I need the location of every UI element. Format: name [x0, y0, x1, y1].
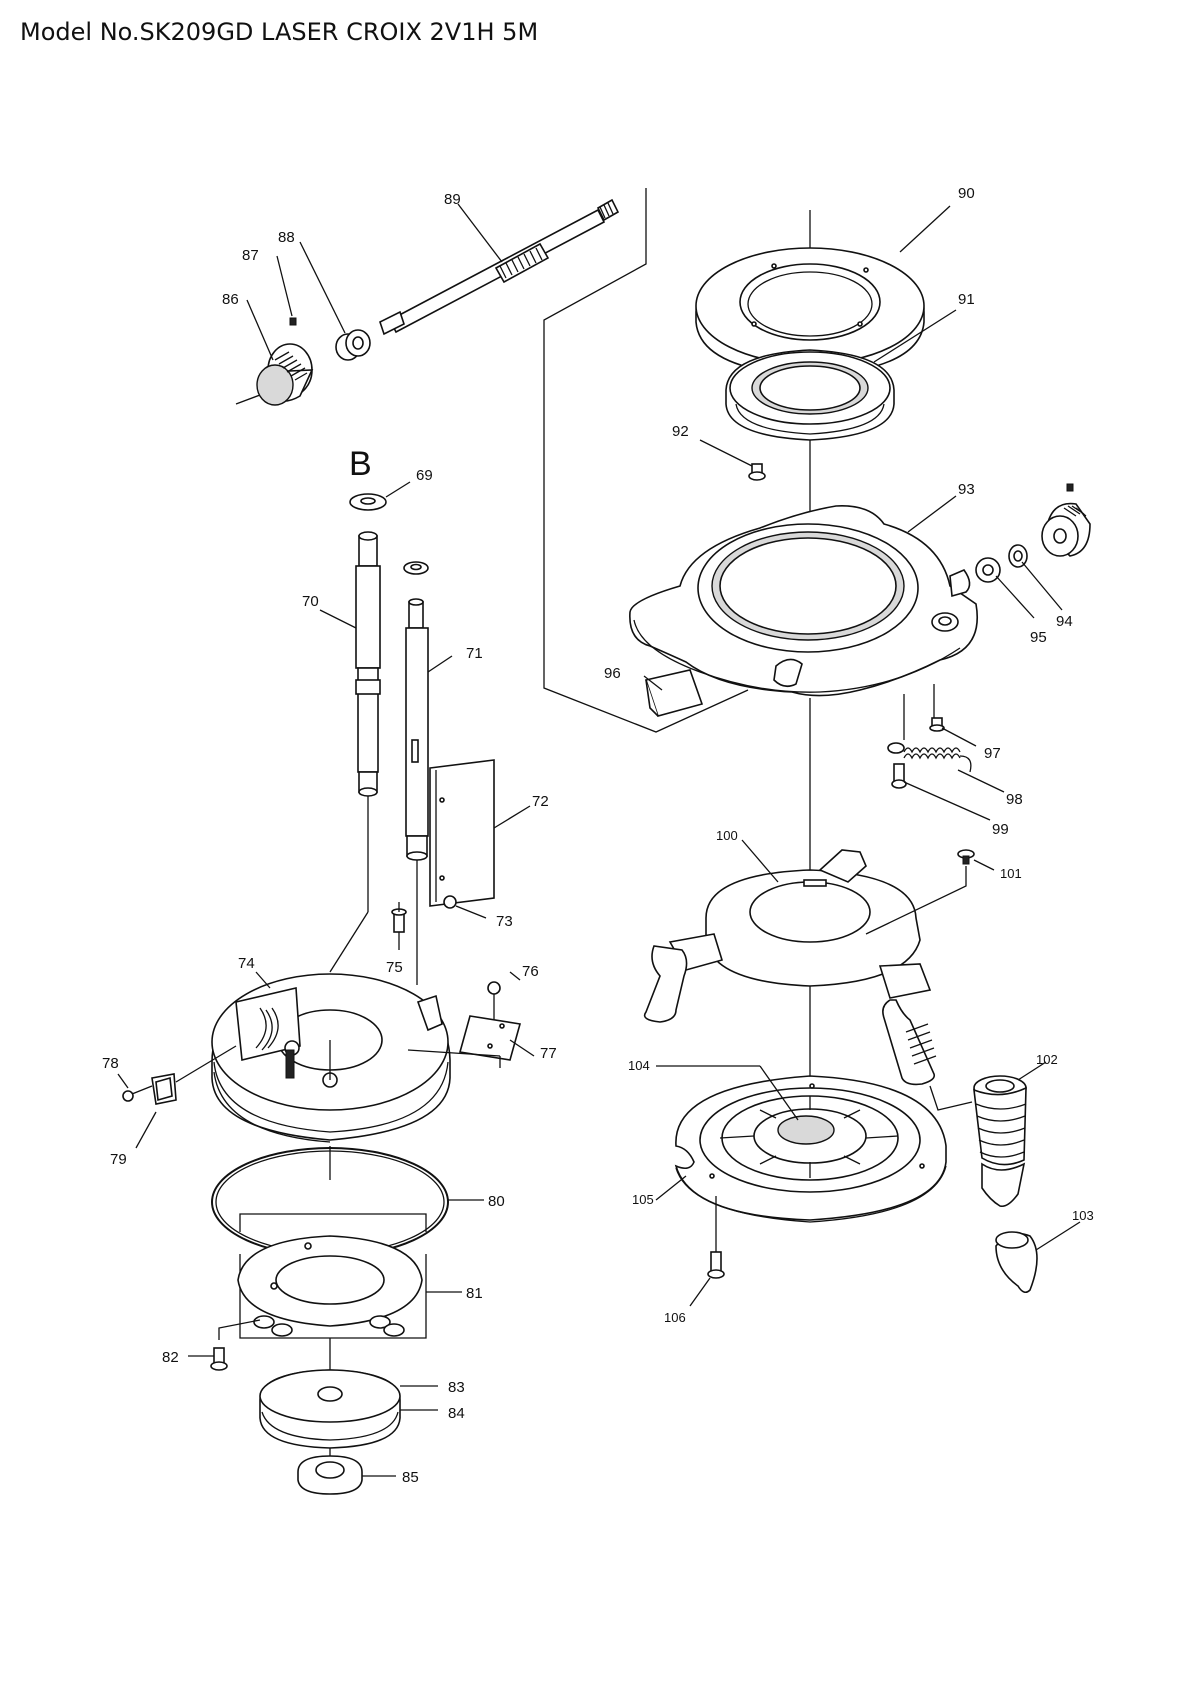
callout-99: 99: [992, 821, 1009, 838]
callout-87: 87: [242, 247, 259, 264]
housing-93-part: [629, 505, 978, 697]
callout-104: 104: [628, 1058, 650, 1073]
side-knob-part: [975, 483, 1091, 583]
ring-91-part: [725, 349, 895, 441]
adjustment-shaft-group: [235, 188, 749, 733]
tripod-base-100-part: [643, 849, 937, 1086]
callout-69: 69: [416, 467, 433, 484]
callout-72: 72: [532, 793, 549, 810]
callout-88: 88: [278, 229, 295, 246]
callout-77: 77: [540, 1045, 557, 1062]
callout-85: 85: [402, 1469, 419, 1486]
callout-81: 81: [466, 1285, 483, 1302]
callout-79: 79: [110, 1151, 127, 1168]
shaft-70-part: [355, 531, 381, 797]
callout-78: 78: [102, 1055, 119, 1072]
callout-91: 91: [958, 291, 975, 308]
callout-80: 80: [488, 1193, 505, 1210]
callout-76: 76: [522, 963, 539, 980]
callout-74: 74: [238, 955, 255, 972]
spindle-group: B: [117, 445, 535, 1495]
page-title: Model No.SK209GD LASER CROIX 2V1H 5M: [20, 18, 539, 46]
threaded-shaft-part: [379, 198, 620, 336]
callout-71: 71: [466, 645, 483, 662]
callout-75: 75: [386, 959, 403, 976]
callout-83: 83: [448, 1379, 465, 1396]
callout-82: 82: [162, 1349, 179, 1366]
callout-97: 97: [984, 745, 1001, 762]
callout-106: 106: [664, 1310, 686, 1325]
housing-group: [629, 205, 1091, 1307]
callout-105: 105: [632, 1192, 654, 1207]
view-marker-b: B: [349, 445, 372, 483]
callout-93: 93: [958, 481, 975, 498]
bottom-base-105-part: [674, 1075, 947, 1223]
callout-70: 70: [302, 593, 319, 610]
callout-89: 89: [444, 191, 461, 208]
callout-100: 100: [716, 828, 738, 843]
spring-part: [887, 742, 972, 773]
base-plate-74-part: [211, 973, 451, 1143]
callout-96: 96: [604, 665, 621, 682]
callout-98: 98: [1006, 791, 1023, 808]
callout-labels: 69 70 71 72 73 74 75 76 77 78 79 80 81 8…: [102, 185, 1094, 1486]
callout-73: 73: [496, 913, 513, 930]
callout-103: 103: [1072, 1208, 1094, 1223]
callout-84: 84: [448, 1405, 465, 1422]
knob-part: [256, 343, 314, 406]
shaft-71-part: [405, 598, 429, 861]
callout-101: 101: [1000, 866, 1022, 881]
ring-90-part: [695, 247, 925, 377]
callout-95: 95: [1030, 629, 1047, 646]
callout-102: 102: [1036, 1052, 1058, 1067]
callout-92: 92: [672, 423, 689, 440]
pointed-foot-102-part: [973, 1075, 1027, 1208]
callout-94: 94: [1056, 613, 1073, 630]
callout-90: 90: [958, 185, 975, 202]
callout-86: 86: [222, 291, 239, 308]
